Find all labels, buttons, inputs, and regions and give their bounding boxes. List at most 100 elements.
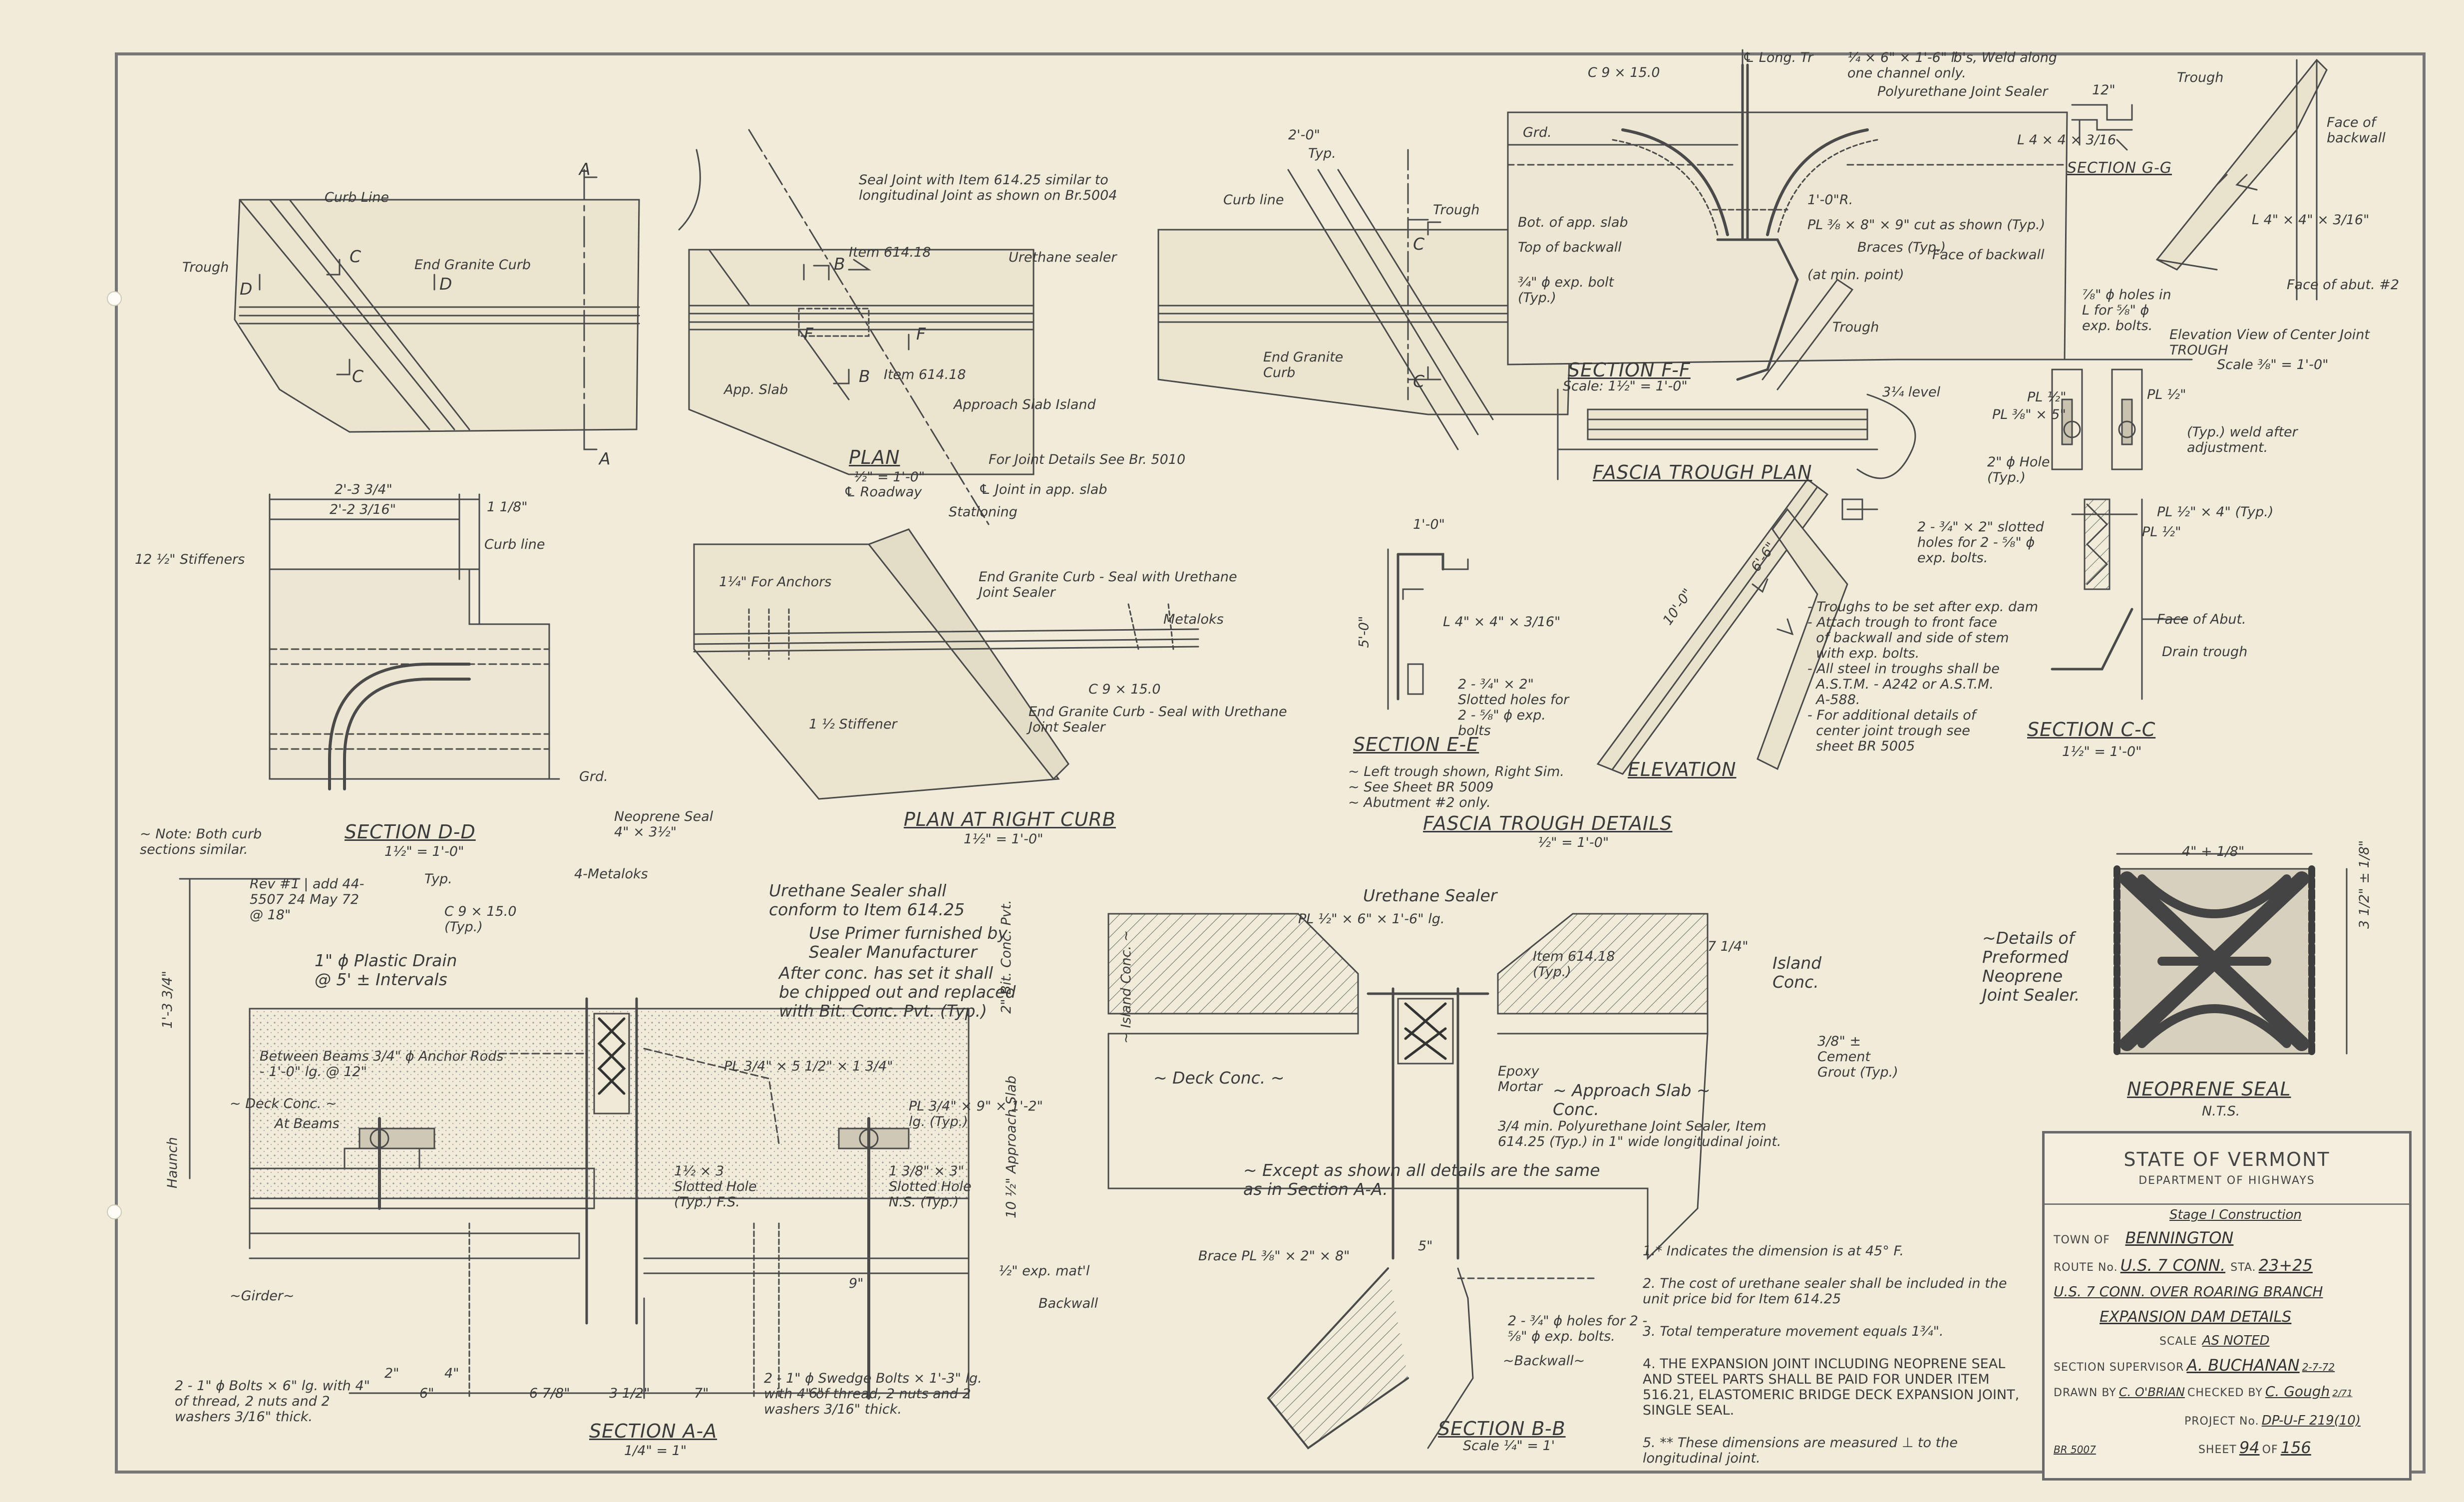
- dim-12: 12": [2092, 82, 2115, 98]
- ee-angle-label: L 4" × 4" × 3/16": [1443, 614, 1561, 630]
- neoprene-seal-drawing: [2113, 853, 2348, 1057]
- curb-line-label: Curb line: [484, 537, 545, 552]
- title-block: STATE OF VERMONT DEPARTMENT OF HIGHWAYS …: [2042, 1131, 2412, 1481]
- urethane-sealer-label: Urethane sealer: [1009, 250, 1117, 265]
- note-2: 2. The cost of urethane sealer shall be …: [1643, 1276, 2007, 1307]
- stiffeners-label: 12 ½" Stiffeners: [135, 552, 245, 567]
- neoprene-height: 3 1/2" ± 1/8": [2357, 840, 2372, 929]
- plastic-drain-label: 1" ϕ Plastic Drain @ 5' ± Intervals: [315, 951, 457, 989]
- note-5: 5. ** These dimensions are measured ⊥ to…: [1643, 1435, 1958, 1467]
- face-abut-label: Face of abut. #2: [2287, 277, 2400, 293]
- dim-7-1-4: 7 1/4": [1708, 939, 1749, 954]
- section-cc-scale: 1½" = 1'-0": [2062, 744, 2142, 759]
- section-marker-c: C: [1413, 234, 1425, 254]
- town-value: BENNINGTON: [2125, 1228, 2234, 1247]
- route-row: ROUTE No. U.S. 7 CONN. STA. 23+25: [2054, 1256, 2313, 1275]
- typ-label: Typ.: [1308, 146, 1336, 161]
- roadway-cl-label: ℄ Roadway: [844, 484, 922, 500]
- curb-line-label: Curb Line: [325, 190, 389, 205]
- sheet-border: [115, 52, 2426, 1474]
- item-614-18-label: Item 614.18 (Typ.): [1533, 949, 1615, 980]
- epoxy-mortar-label: Epoxy Mortar: [1498, 1064, 1543, 1095]
- backwall-label: ~Backwall~: [1503, 1353, 1585, 1369]
- ee-notes: ~ Left trough shown, Right Sim. ~ See Sh…: [1348, 764, 1564, 811]
- end-granite-curb-label: End Granite Curb: [1263, 350, 1344, 381]
- section-gg-drawing: [2071, 58, 2328, 301]
- checked-date: 2/71: [2332, 1388, 2353, 1399]
- checked-caption: CHECKED BY: [2187, 1387, 2263, 1399]
- weld-adjust-label: (Typ.) weld after adjustment.: [2187, 424, 2298, 456]
- app-slab-label: App. Slab: [724, 382, 788, 397]
- for-anchors-label: 1¼" For Anchors: [719, 574, 832, 590]
- end-granite-curb-label: End Granite Curb: [414, 257, 531, 273]
- drawn-caption: DRAWN BY: [2054, 1387, 2116, 1399]
- between-beams-label: Between Beams 3/4" ϕ Anchor Rods - 1'-0"…: [260, 1049, 504, 1080]
- joint-cl-label: ℄ Joint in app. slab: [979, 482, 1107, 497]
- section-marker-b: B: [859, 367, 870, 386]
- plan-at-right-curb-scale: 1½" = 1'-0": [964, 831, 1044, 847]
- brace-label: Brace PL ⅜" × 2" × 8": [1198, 1248, 1350, 1264]
- hole-label: 2" ϕ Hole (Typ.): [1987, 454, 2050, 486]
- elevation-title: ELEVATION: [1628, 758, 1737, 780]
- section-marker-a: A: [579, 159, 591, 179]
- project-no-value: DP-U-F 219(10): [2261, 1413, 2361, 1428]
- pl-cut-label: PL ⅜ × 8" × 9" cut as shown (Typ.): [1807, 217, 2046, 233]
- trough-label: Trough: [1832, 320, 1879, 335]
- note-1: 1.* Indicates the dimension is at 45° F.: [1643, 1243, 1904, 1259]
- deck-conc-label: ~ Deck Conc. ~: [230, 1096, 337, 1112]
- approach-slab-island-label: Approach Slab Island: [954, 397, 1096, 412]
- project-no-caption: PROJECT No.: [2184, 1415, 2259, 1428]
- project-name: U.S. 7 CONN. OVER ROARING BRANCH: [2054, 1283, 2323, 1300]
- neoprene-details-note: ~Details of Preformed Neoprene Joint Sea…: [1982, 928, 2080, 1005]
- section-marker-a: A: [599, 449, 611, 468]
- pl-label: PL ½": [2142, 524, 2181, 540]
- plan-left-curb: [234, 149, 701, 450]
- section-aa-drawing: [179, 878, 970, 1400]
- face-backwall-label: Face of backwall: [1932, 247, 2045, 263]
- poly-joint-label: 3/4 min. Polyurethane Joint Sealer, Item…: [1498, 1119, 1781, 1150]
- stationing-label: Stationing: [949, 504, 1018, 520]
- section-aa-title: SECTION A-A: [589, 1420, 717, 1442]
- dim-6: 6": [419, 1386, 434, 1401]
- section-ff-scale: Scale: 1½" = 1'-0": [1563, 378, 1688, 394]
- end-granite-seal-note: End Granite Curb - Seal with Urethane Jo…: [979, 569, 1237, 601]
- dim-1-0: 1'-0": [1413, 517, 1445, 532]
- plan-scale: ½" = 1'-0": [854, 469, 925, 485]
- dim-9: 9": [849, 1276, 864, 1291]
- grd-label: Grd.: [579, 769, 608, 784]
- fascia-elevation: [1596, 478, 1878, 775]
- department-name: DEPARTMENT OF HIGHWAYS: [2138, 1174, 2315, 1187]
- scale-caption: SCALE: [2159, 1335, 2197, 1348]
- section-marker-c: C: [1413, 372, 1425, 391]
- supervisor-caption: SECTION SUPERVISOR: [2054, 1361, 2184, 1374]
- dd-note: ~ Note: Both curb sections similar.: [140, 826, 262, 858]
- at-beams-label: At Beams: [275, 1116, 340, 1131]
- fascia-trough-details-title: FASCIA TROUGH DETAILS: [1423, 812, 1673, 834]
- stage-label: Stage I Construction: [2169, 1207, 2302, 1222]
- end-granite-seal-note: End Granite Curb - Seal with Urethane Jo…: [1029, 704, 1287, 736]
- section-bb-drawing: [1107, 913, 1709, 1450]
- metaloks-label: 4-Metaloks: [574, 866, 648, 882]
- section-ff-drawing: [1507, 49, 2068, 390]
- section-cc-drawing: [2046, 359, 2193, 700]
- item-614-18-label: Item 614.18: [884, 367, 966, 382]
- face-abut-label: Face of Abut.: [2157, 612, 2246, 627]
- weld-note: ¼ × 6" × 1'-6" ℔'s, Weld along one chann…: [1847, 50, 2057, 81]
- dim-4: 4": [444, 1366, 459, 1381]
- project-row: PROJECT No. DP-U-F 219(10): [2184, 1413, 2361, 1428]
- trough-notes: - Troughs to be set after exp. dam - Att…: [1807, 599, 2039, 754]
- braces-label: Braces (Typ.): [1857, 240, 1946, 255]
- section-dd-title: SECTION D-D: [345, 821, 476, 843]
- ee-slotted-label: 2 - ¾" × 2" Slotted holes for 2 - ⅝" ϕ e…: [1458, 677, 1569, 739]
- exp-matl-label: ½" exp. mat'l: [999, 1263, 1090, 1279]
- sta-caption: STA.: [2230, 1261, 2256, 1274]
- pl-label: PL ½" × 6" × 1'-6" lg.: [1298, 911, 1445, 927]
- level-label: 3¼ level: [1882, 384, 1941, 400]
- face-backwall-label: Face of backwall: [2327, 115, 2386, 146]
- dim-3-half: 3 1/2": [609, 1386, 650, 1401]
- angle-label: L 4 × 4 × 3/16: [2017, 132, 2116, 148]
- section-aa-scale: 1/4" = 1": [624, 1443, 687, 1459]
- section-marker-d: D: [240, 279, 253, 299]
- elevation-view-title: Elevation View of Center Joint TROUGH: [2169, 327, 2370, 359]
